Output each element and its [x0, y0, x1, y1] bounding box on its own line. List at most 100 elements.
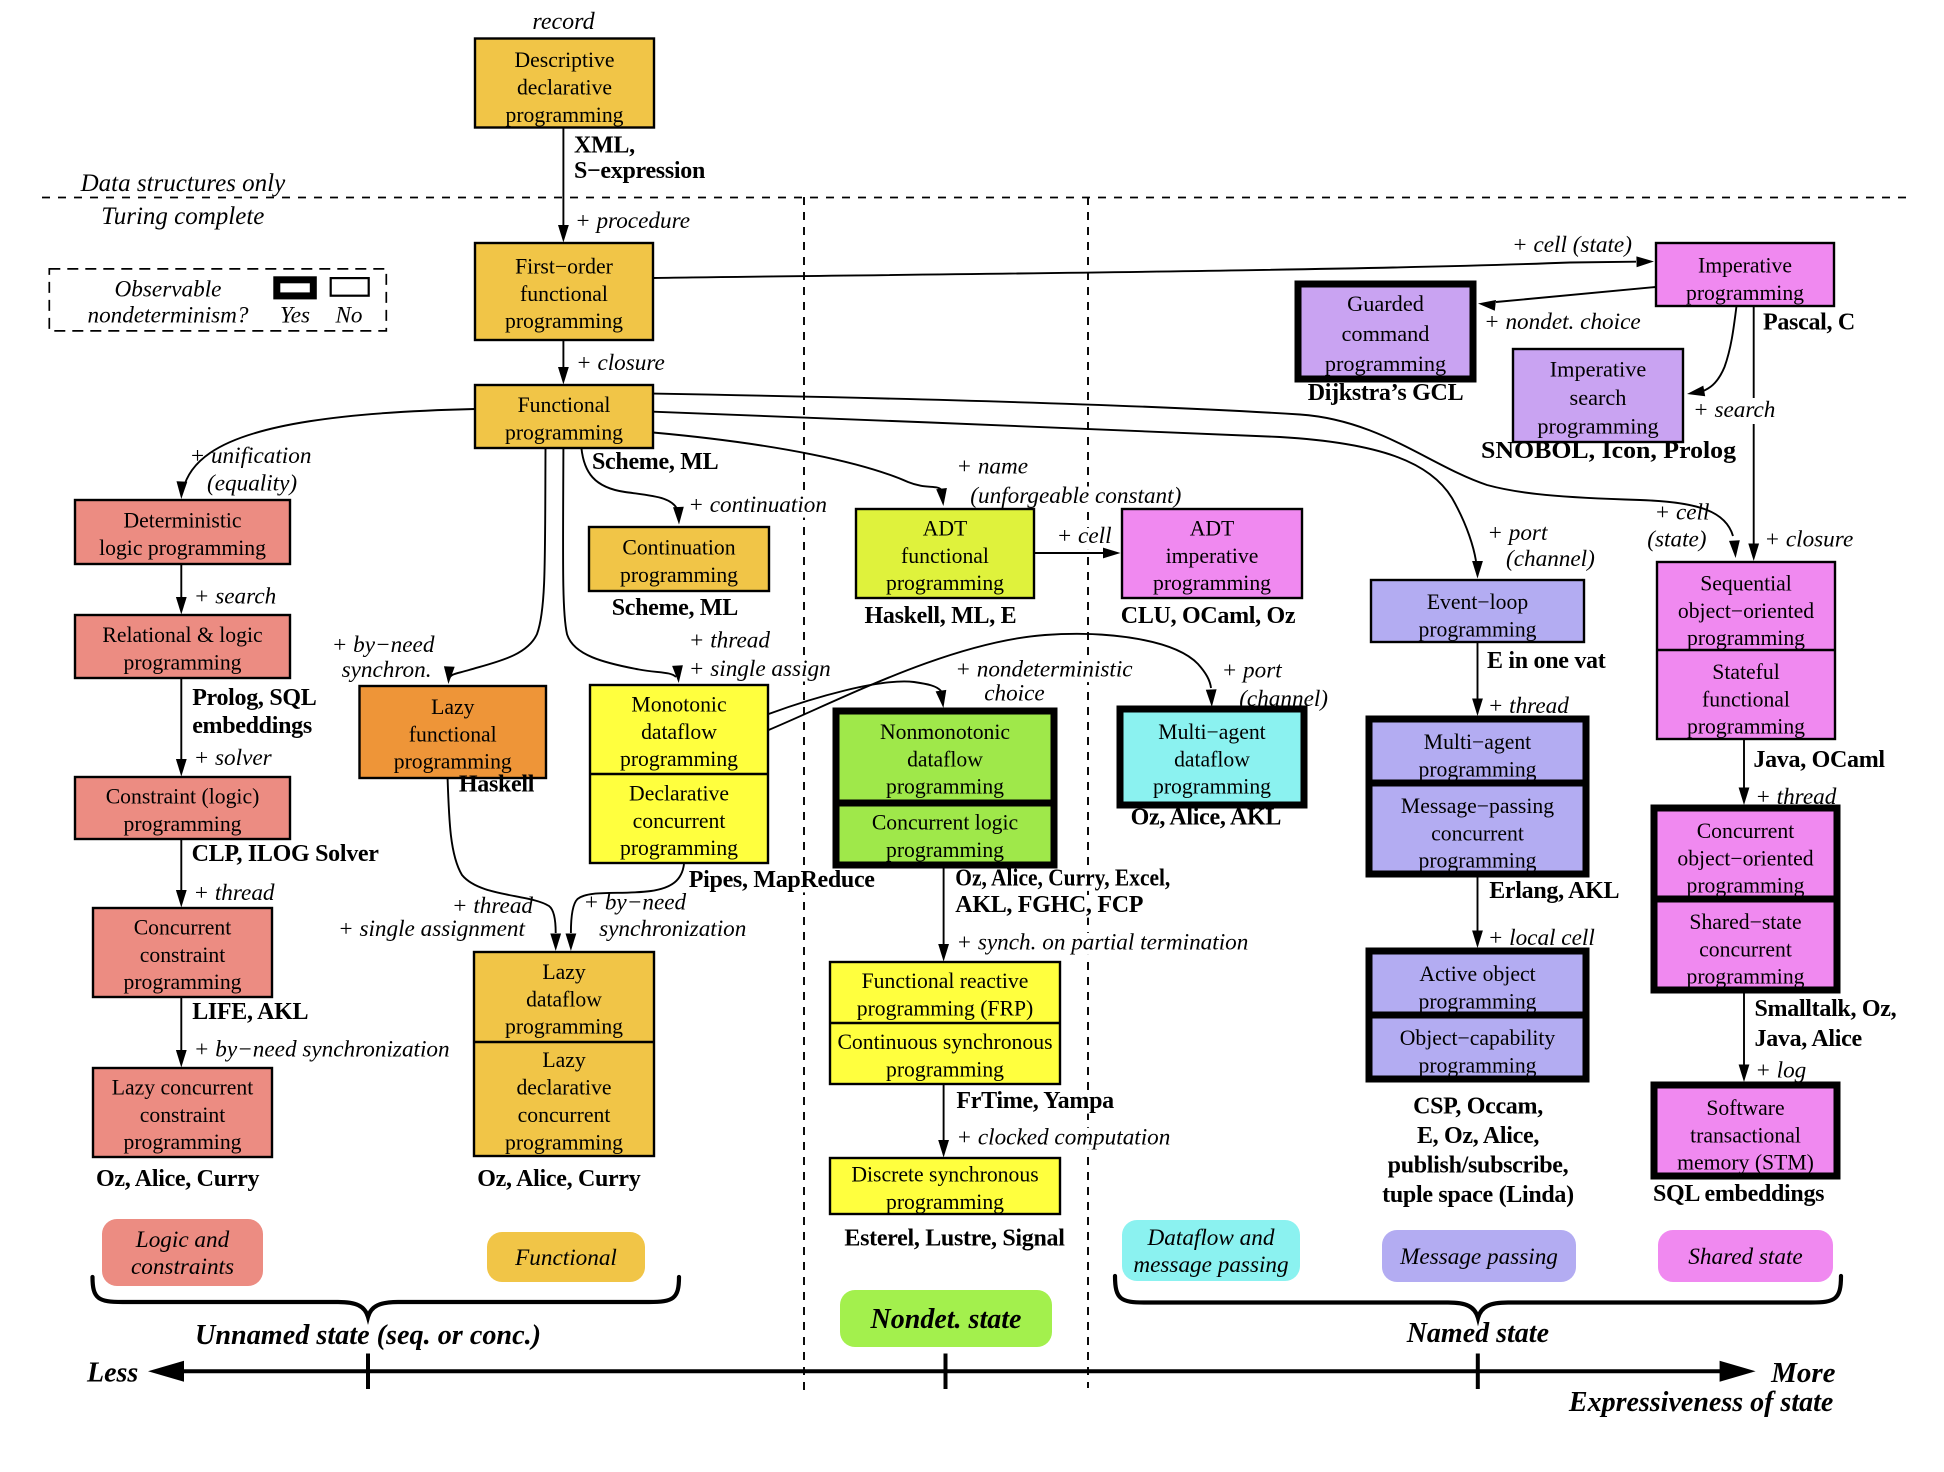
svg-text:programming: programming: [1687, 715, 1805, 739]
svg-text:functional: functional: [901, 544, 989, 568]
svg-text:programming: programming: [1686, 874, 1804, 898]
svg-text:concurrent: concurrent: [1431, 821, 1524, 845]
svg-text:transactional: transactional: [1690, 1123, 1801, 1147]
svg-text:constraint: constraint: [140, 943, 226, 967]
svg-text:Multi−agent: Multi−agent: [1424, 730, 1531, 754]
svg-text:+ port: + port: [1487, 520, 1548, 546]
svg-text:nondeterminism?: nondeterminism?: [87, 303, 248, 329]
svg-text:SNOBOL, Icon, Prolog: SNOBOL, Icon, Prolog: [1481, 438, 1736, 464]
svg-text:programming: programming: [1687, 626, 1805, 650]
svg-text:No: No: [334, 303, 362, 329]
svg-text:Guarded: Guarded: [1347, 291, 1424, 316]
svg-text:+ clocked computation: + clocked computation: [956, 1124, 1170, 1150]
svg-text:programming: programming: [505, 103, 623, 127]
svg-text:concurrent: concurrent: [633, 809, 726, 833]
svg-text:AKL, FGHC, FCP: AKL, FGHC, FCP: [955, 892, 1143, 918]
svg-text:dataflow: dataflow: [641, 720, 717, 744]
svg-text:+ port: + port: [1222, 658, 1283, 684]
svg-text:More: More: [1770, 1357, 1836, 1389]
svg-text:programming: programming: [1418, 1054, 1536, 1078]
svg-text:programming: programming: [123, 970, 241, 994]
svg-text:Functional reactive: Functional reactive: [862, 969, 1029, 993]
svg-text:+ search: + search: [194, 584, 276, 610]
svg-text:+ closure: + closure: [576, 350, 665, 376]
svg-text:Pascal, C: Pascal, C: [1763, 310, 1855, 336]
svg-text:embeddings: embeddings: [192, 713, 312, 739]
svg-text:(channel): (channel): [1506, 546, 1595, 572]
svg-text:+ thread: + thread: [452, 893, 534, 919]
svg-text:Functional: Functional: [514, 1245, 617, 1271]
svg-text:Scheme, ML: Scheme, ML: [592, 449, 718, 475]
svg-text:programming: programming: [620, 747, 738, 771]
svg-text:Oz, Alice, Curry: Oz, Alice, Curry: [477, 1166, 640, 1192]
svg-text:+ cell: + cell: [1057, 523, 1112, 549]
svg-text:+ thread: + thread: [1755, 784, 1837, 810]
svg-text:Prolog, SQL: Prolog, SQL: [192, 685, 316, 711]
svg-text:publish/subscribe,: publish/subscribe,: [1388, 1153, 1569, 1179]
svg-text:Deterministic: Deterministic: [123, 509, 241, 533]
svg-text:programming: programming: [505, 421, 623, 445]
svg-text:Sequential: Sequential: [1700, 571, 1792, 595]
svg-text:+ thread: + thread: [193, 880, 275, 906]
svg-text:Lazy: Lazy: [431, 695, 474, 719]
svg-text:imperative: imperative: [1166, 544, 1259, 568]
svg-text:Erlang, AKL: Erlang, AKL: [1489, 878, 1619, 904]
svg-text:record: record: [532, 9, 595, 35]
svg-text:programming: programming: [123, 812, 241, 836]
svg-text:tuple space (Linda): tuple space (Linda): [1382, 1182, 1574, 1208]
svg-text:Esterel, Lustre, Signal: Esterel, Lustre, Signal: [844, 1225, 1065, 1251]
svg-text:Dijkstra’s GCL: Dijkstra’s GCL: [1308, 380, 1464, 406]
svg-text:search: search: [1570, 385, 1627, 410]
svg-text:Monotonic: Monotonic: [631, 692, 726, 716]
svg-text:Relational & logic: Relational & logic: [102, 623, 262, 647]
svg-text:+ nondet. choice: + nondet. choice: [1484, 309, 1641, 335]
svg-text:Stateful: Stateful: [1712, 660, 1779, 684]
svg-text:object−oriented: object−oriented: [1677, 846, 1813, 870]
svg-text:declarative: declarative: [516, 1076, 611, 1100]
svg-text:Event−loop: Event−loop: [1427, 590, 1528, 614]
svg-text:+ local cell: + local cell: [1488, 925, 1595, 951]
svg-text:+ single assign: + single assign: [689, 656, 831, 682]
svg-text:+ closure: + closure: [1764, 526, 1853, 552]
svg-text:Lazy: Lazy: [542, 960, 585, 984]
svg-text:Haskell: Haskell: [459, 772, 535, 798]
svg-text:Dataflow and: Dataflow and: [1147, 1225, 1275, 1251]
svg-text:message passing: message passing: [1133, 1252, 1288, 1278]
svg-text:Concurrent logic: Concurrent logic: [872, 811, 1018, 835]
svg-text:dataflow: dataflow: [526, 987, 602, 1011]
svg-text:programming: programming: [886, 571, 1004, 595]
svg-text:(state): (state): [1647, 526, 1707, 552]
svg-text:Continuation: Continuation: [622, 536, 735, 560]
svg-text:programming: programming: [1686, 965, 1804, 989]
svg-text:XML,: XML,: [574, 133, 635, 159]
svg-text:+ synch. on partial terminatio: + synch. on partial termination: [956, 929, 1248, 955]
svg-text:programming: programming: [505, 309, 623, 333]
svg-text:Scheme, ML: Scheme, ML: [612, 595, 738, 621]
svg-text:programming: programming: [1418, 849, 1536, 873]
svg-text:programming: programming: [123, 651, 241, 675]
svg-text:dataflow: dataflow: [1174, 747, 1250, 771]
svg-text:programming: programming: [1537, 413, 1658, 438]
svg-text:Constraint (logic): Constraint (logic): [106, 785, 260, 809]
svg-text:Less: Less: [86, 1358, 138, 1389]
svg-text:command: command: [1342, 321, 1430, 346]
svg-text:Descriptive: Descriptive: [515, 48, 615, 72]
svg-text:+ by−need: + by−need: [583, 889, 686, 915]
svg-text:+ solver: + solver: [194, 745, 273, 771]
svg-text:Message passing: Message passing: [1399, 1244, 1558, 1270]
svg-text:(equality): (equality): [207, 471, 297, 497]
svg-text:+ single assignment: + single assignment: [338, 916, 526, 942]
svg-text:+ name: + name: [956, 453, 1028, 479]
svg-text:Oz, Alice, Curry, Excel,: Oz, Alice, Curry, Excel,: [955, 865, 1170, 891]
svg-text:programming: programming: [620, 836, 738, 860]
svg-text:Functional: Functional: [518, 393, 611, 417]
svg-text:Active object: Active object: [1419, 962, 1535, 986]
svg-text:ADT: ADT: [1190, 516, 1235, 540]
svg-text:Shared state: Shared state: [1688, 1244, 1802, 1270]
svg-text:+ cell (state): + cell (state): [1512, 232, 1632, 258]
svg-text:Smalltalk, Oz,: Smalltalk, Oz,: [1755, 996, 1897, 1022]
svg-text:synchron.: synchron.: [342, 657, 432, 683]
svg-text:programming: programming: [1418, 758, 1536, 782]
svg-text:CLU, OCaml, Oz: CLU, OCaml, Oz: [1121, 603, 1296, 629]
svg-text:+ by−need: + by−need: [332, 632, 435, 658]
